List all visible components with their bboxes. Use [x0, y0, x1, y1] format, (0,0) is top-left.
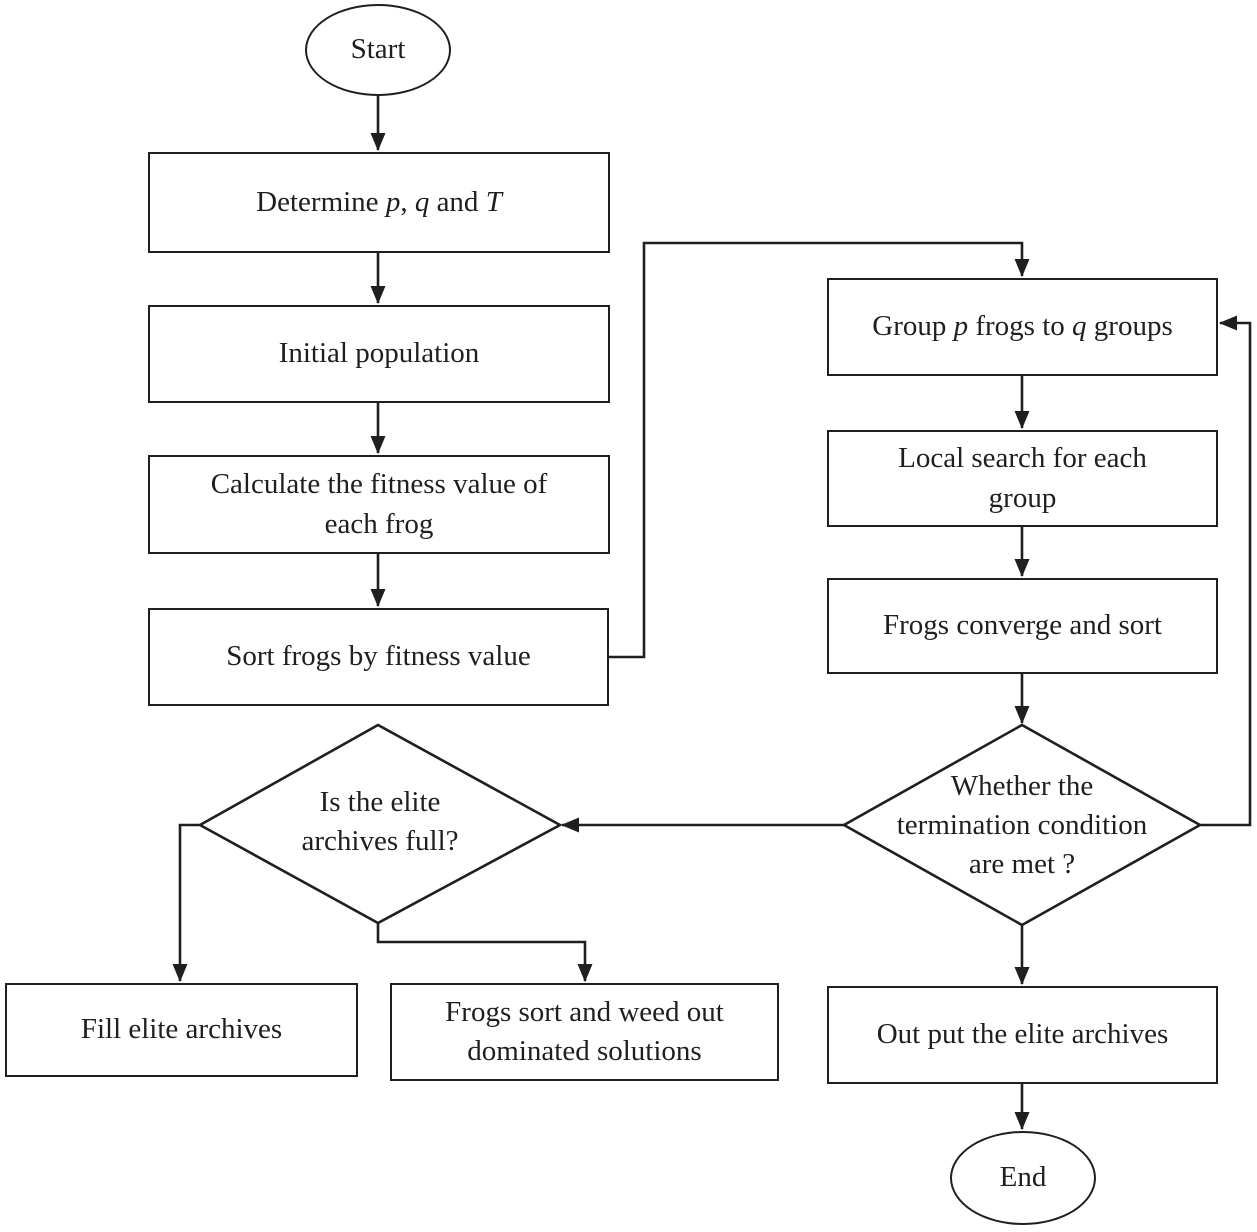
node-label: Frogs sort and weed out dominated soluti…: [445, 993, 724, 1071]
node-label: Initial population: [278, 337, 480, 370]
label-var-q: q: [1072, 310, 1087, 343]
node-label: Local search for each group: [898, 439, 1147, 517]
label-line: archives full?: [301, 825, 459, 857]
edge-elite-fill: [172, 823, 200, 982]
node-label: Frogs converge and sort: [883, 609, 1162, 642]
flowchart-node-local-search: Local search for each group: [827, 430, 1218, 527]
node-label: Start: [350, 33, 406, 66]
label-line: Local search for each: [898, 442, 1147, 475]
node-label: Fill elite archives: [80, 1013, 283, 1046]
node-label: Determine p, q and T: [256, 183, 502, 222]
flowchart-node-output-elite-archives: Out put the elite archives: [827, 986, 1218, 1084]
label-line: Whether the: [950, 769, 1094, 802]
label-line: Frogs sort and weed out: [445, 995, 724, 1028]
label-part: Determine: [256, 185, 386, 218]
edge-sort-group: [609, 241, 1030, 659]
flowchart-node-end: End: [950, 1131, 1096, 1225]
label-line: group: [988, 481, 1057, 514]
label-line: are met ?: [968, 848, 1076, 881]
label-var-p: p: [385, 185, 401, 218]
node-label: Whether the termination condition are me…: [897, 767, 1147, 884]
flowchart-node-frogs-converge: Frogs converge and sort: [827, 578, 1218, 674]
flowchart-node-fill-elite-archives: Fill elite archives: [5, 983, 358, 1077]
label-line: Calculate the fitness value of: [210, 468, 548, 501]
label-part: and: [429, 185, 486, 218]
edge-elite-weed: [376, 923, 593, 982]
flowchart-node-termination-condition: Whether the termination condition are me…: [852, 767, 1192, 884]
label-line: termination condition: [896, 808, 1148, 841]
node-label: Out put the elite archives: [876, 1018, 1169, 1051]
label-var-T: T: [485, 185, 502, 218]
label-line: Is the elite: [319, 785, 441, 818]
label-line: each frog: [324, 507, 434, 540]
node-label: Is the elite archives full?: [301, 783, 458, 861]
flowchart-node-start: Start: [305, 4, 451, 96]
node-label: Sort frogs by fitness value: [226, 640, 531, 673]
flowchart-node-sort-frogs: Sort frogs by fitness value: [148, 608, 609, 706]
label-var-q: q: [414, 185, 430, 218]
label-part: ,: [400, 185, 415, 218]
node-label: Calculate the fitness value of each frog: [211, 465, 548, 543]
flowchart-node-weed-out-dominated: Frogs sort and weed out dominated soluti…: [390, 983, 779, 1081]
flowchart-node-elite-archives-full: Is the elite archives full?: [220, 782, 540, 862]
flowchart-node-determine: Determine p, q and T: [148, 152, 610, 253]
flowchart-node-initial-population: Initial population: [148, 305, 610, 403]
label-part: frogs to: [968, 310, 1073, 343]
label-part: groups: [1086, 310, 1173, 343]
flowchart-node-calculate-fitness: Calculate the fitness value of each frog: [148, 455, 610, 554]
node-label: Group p frogs to q groups: [872, 307, 1172, 346]
label-part: Group: [872, 310, 954, 343]
flowchart-node-group-frogs: Group p frogs to q groups: [827, 278, 1218, 376]
label-line: dominated solutions: [467, 1035, 702, 1067]
edge-termination-group-loopback: [1200, 315, 1252, 827]
node-label: End: [999, 1161, 1047, 1194]
label-var-p: p: [953, 310, 969, 343]
